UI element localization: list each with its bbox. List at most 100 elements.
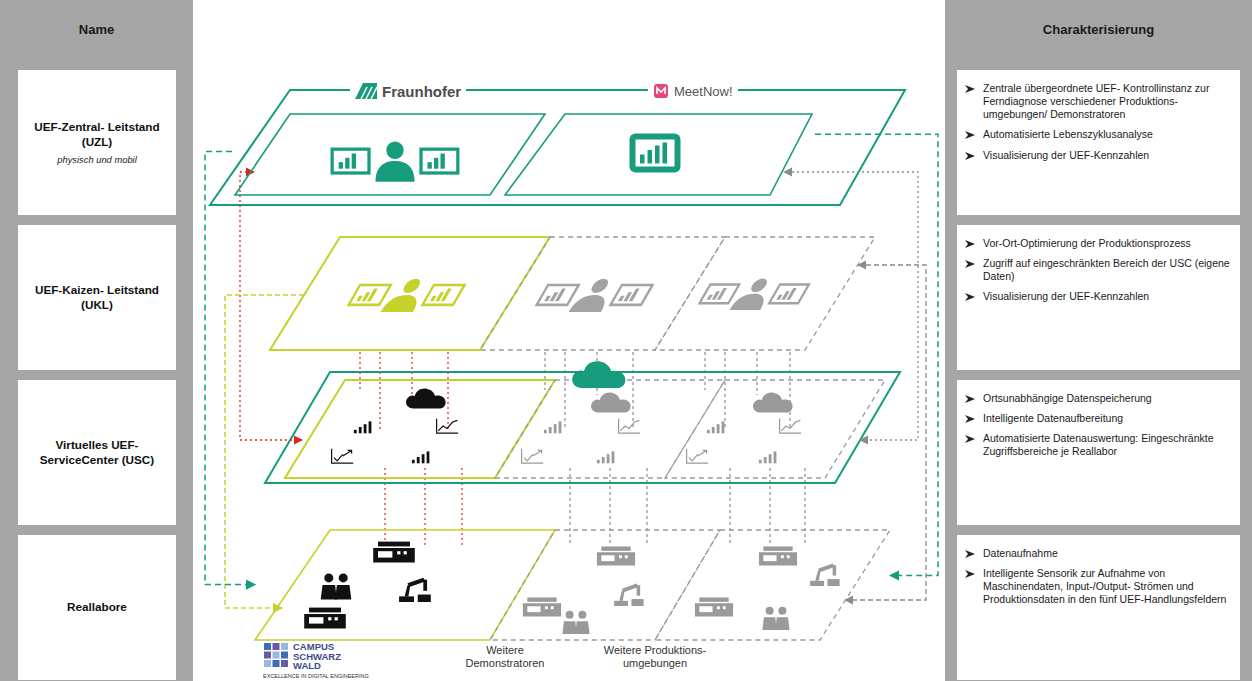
plane-outline	[655, 528, 890, 681]
logo-icon	[355, 83, 377, 99]
people-icon	[562, 611, 589, 634]
robot-arm-icon	[614, 583, 643, 606]
bullet-item: Vor-Ort-Optimierung der Produktionsproze…	[965, 237, 1230, 250]
characteristics-box: Ortsunabhängige DatenspeicherungIntellig…	[957, 380, 1240, 525]
machine-icon	[523, 597, 561, 616]
robot-arm-icon	[810, 563, 839, 586]
layer-name-content: Virtuelles UEF- ServiceCenter (USC)	[18, 380, 176, 525]
bullet-arrow	[965, 152, 975, 160]
campus-logo-square	[281, 652, 288, 659]
campus-logo-row: CAMPUS SCHWARZ WALD	[263, 642, 369, 671]
plane-outline	[490, 530, 720, 640]
machine-icon	[373, 542, 415, 563]
people-icon	[762, 607, 789, 630]
bullet-item: Zugriff auf eingeschränkten Bereich der …	[965, 257, 1230, 283]
feedback-arrow	[240, 172, 302, 440]
bar-chart-icon	[707, 421, 725, 433]
usc-subplane	[665, 380, 885, 478]
platform-panel: Fraunhofer	[232, 82, 550, 198]
logo-icon	[654, 84, 668, 98]
bullet-text: Ortsunabhängige Datenspeicherung	[983, 392, 1152, 405]
bar-chart-icon	[544, 421, 562, 433]
logo: Fraunhofer	[350, 82, 466, 100]
check-chart-icon	[522, 449, 544, 463]
uzl-plane	[210, 90, 905, 205]
bullet-item: Intelligente Sensorik zur Aufnahme von M…	[965, 567, 1230, 606]
campus-logo-square	[273, 660, 280, 667]
bullet-item: Ortsunabhängige Datenspeicherung	[965, 392, 1230, 405]
usc-plane	[265, 372, 900, 483]
layer-name: Reallabore	[67, 600, 127, 615]
bullet-arrow	[965, 131, 975, 139]
data-flow-arrow	[815, 134, 938, 575]
bullet-item: Zentrale übergeordnete UEF- Kontrollinst…	[965, 82, 1230, 121]
bullet-arrow	[965, 84, 975, 94]
feedback-arrow	[784, 172, 918, 440]
ukl-plane	[270, 237, 550, 350]
cloud-icon	[591, 393, 631, 413]
bullet-arrow	[965, 240, 975, 248]
column-heading: Charakterisierung	[945, 0, 1252, 58]
bar-chart-icon	[412, 451, 430, 463]
bullet-arrow	[965, 85, 975, 93]
bullet-text: Zentrale übergeordnete UEF- Kontrollinst…	[983, 82, 1230, 121]
feedback-arrow	[225, 295, 304, 608]
bullet-arrow	[965, 434, 975, 444]
check-chart-icon	[687, 449, 709, 463]
bullet-list: Vor-Ort-Optimierung der Produktionsproze…	[957, 225, 1240, 304]
bullet-text: Visualisierung der UEF-Kennzahlen	[983, 149, 1149, 162]
bullet-text: Vor-Ort-Optimierung der Produktionsproze…	[983, 237, 1191, 250]
bullet-text: Intelligente Sensorik zur Aufnahme von M…	[983, 567, 1230, 606]
bullet-arrow	[965, 130, 975, 140]
control-room-icon	[345, 279, 469, 312]
robot-arm-icon	[399, 578, 431, 602]
machine-icon	[759, 546, 797, 565]
logo-tagline: EXCELLENCE IN DIGITAL ENGINEERING	[263, 673, 369, 679]
bullet-item: Automatisierte Lebenszyklusanalyse	[965, 128, 1230, 141]
campus-logo-square	[273, 652, 280, 659]
layer-name-content: UEF-Kaizen- Leitstand (UKL)	[18, 225, 176, 370]
bullet-arrow	[965, 435, 975, 443]
usc-subplane	[495, 380, 725, 478]
trend-chart-icon	[619, 419, 641, 433]
lab-equipment	[304, 542, 431, 629]
cloud-icon	[572, 361, 625, 388]
logo-mark	[657, 88, 665, 94]
ukl-plane	[655, 237, 875, 350]
bullet-arrow	[965, 549, 975, 559]
logo-icon	[653, 83, 669, 99]
bullet-text: Automatisierte Lebenszyklusanalyse	[983, 128, 1153, 141]
control-room-icon	[332, 142, 458, 182]
bullet-item: Visualisierung der UEF-Kennzahlen	[965, 149, 1230, 162]
bullet-list: Ortsunabhängige DatenspeicherungIntellig…	[957, 380, 1240, 459]
tablet-icon	[630, 134, 681, 173]
control-room-icon	[696, 279, 813, 310]
bar-chart-icon	[759, 451, 777, 463]
bullet-item: Visualisierung der UEF-Kennzahlen	[965, 290, 1230, 303]
bullet-text: Automatisierte Datenauswertung: Eingesch…	[983, 432, 1230, 458]
plane-outline	[505, 114, 812, 195]
bullet-item: Intelligente Datenaufbereitung	[965, 412, 1230, 425]
bullet-arrow	[965, 293, 975, 301]
bullet-arrow	[965, 239, 975, 249]
bar-chart-icon	[354, 421, 372, 433]
bullet-arrow	[965, 415, 975, 423]
cloud-icon	[406, 389, 446, 409]
bar-chart-icon	[597, 451, 615, 463]
control-room-icon	[345, 279, 469, 312]
plane-caption: Weitere Produktions- umgebungen	[600, 644, 710, 670]
bullet-arrow	[965, 395, 975, 403]
control-room-icon	[533, 279, 657, 312]
layer-name-box: UEF-Kaizen- Leitstand (UKL)	[18, 225, 176, 370]
bullet-list: Zentrale übergeordnete UEF- Kontrollinst…	[957, 70, 1240, 162]
bullet-arrow	[965, 570, 975, 578]
plane-outline	[235, 114, 545, 195]
logo-stripe	[371, 87, 377, 99]
characteristics-box: Vor-Ort-Optimierung der Produktionsproze…	[957, 225, 1240, 370]
analytics-icons	[522, 393, 802, 464]
machine-icon	[597, 546, 635, 565]
plane-outline	[655, 530, 890, 640]
layer-name-box: UEF-Zentral- Leitstand (UZL)physisch und…	[18, 70, 176, 215]
